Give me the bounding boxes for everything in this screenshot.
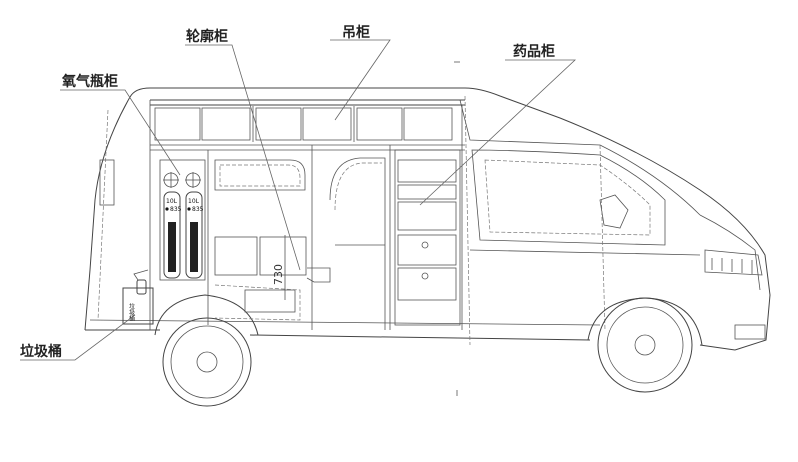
interior-frame — [149, 99, 465, 330]
dimension-730: 730 — [272, 264, 285, 285]
vehicle-outline — [84, 87, 771, 351]
label-contour-cabinet: 轮廓柜 — [186, 28, 228, 45]
trash-bin: 垃圾桶 — [122, 287, 154, 325]
label-oxygen-cabinet: 氧气瓶柜 — [61, 73, 118, 90]
side-door — [329, 157, 386, 330]
label-medicine-cabinet: 药品柜 — [513, 43, 555, 60]
trash-bin-text: 垃圾桶 — [128, 302, 135, 322]
cylinder-2-code: 835 — [192, 206, 204, 213]
oxygen-cylinder-cabinet: 10L 835 10L 835 — [159, 159, 206, 281]
front-wheel — [587, 297, 703, 393]
label-hanging-cabinet: 吊柜 — [342, 24, 370, 41]
oxygen-cylinder-1: 10L 835 — [163, 172, 182, 279]
leader-lines — [20, 39, 577, 361]
cylinder-1-capacity: 10L — [166, 198, 178, 205]
oxygen-cylinder-2: 10L 835 — [185, 172, 204, 279]
cylinder-2-capacity: 10L — [188, 198, 200, 205]
contour-cabinet-area: 730 — [214, 159, 331, 321]
cylinder-1-code: 835 — [170, 206, 182, 213]
fire-extinguisher — [133, 269, 149, 295]
label-trash-bin: 垃圾桶 — [20, 343, 62, 360]
hanging-cabinets — [154, 106, 453, 142]
rear-wheel — [154, 294, 259, 407]
